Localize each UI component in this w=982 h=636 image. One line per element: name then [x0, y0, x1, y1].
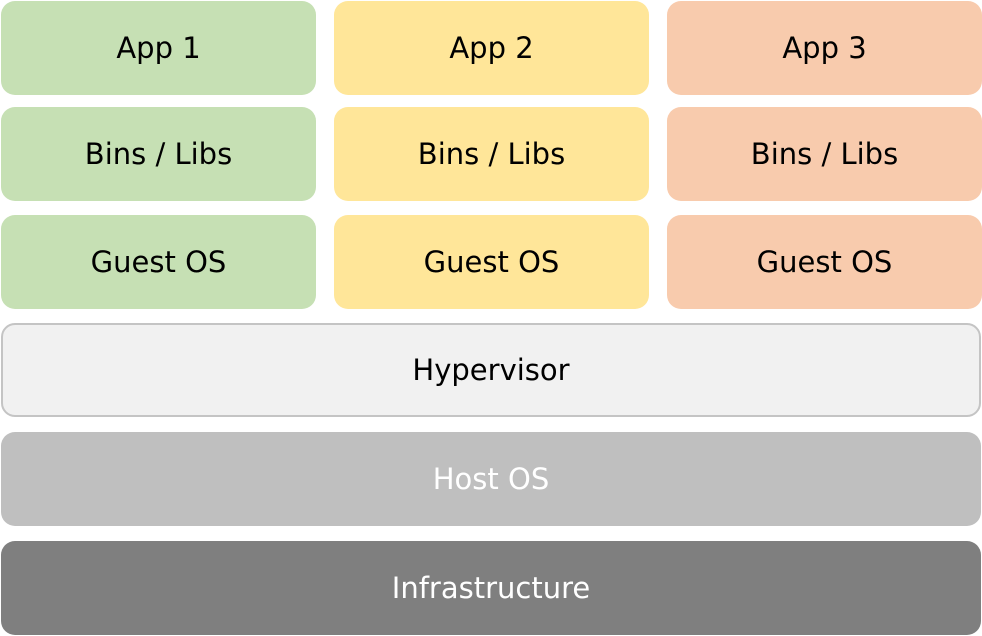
bins-libs-2-box: Bins / Libs [334, 107, 649, 201]
hypervisor-label: Hypervisor [412, 353, 570, 387]
guest-os-1-box: Guest OS [1, 215, 316, 309]
hypervisor-layer: Hypervisor [1, 323, 981, 417]
bins-libs-3-box: Bins / Libs [667, 107, 982, 201]
app-1-box: App 1 [1, 1, 316, 95]
app-3-label: App 3 [782, 31, 867, 65]
host-os-layer: Host OS [1, 432, 981, 526]
bins-libs-3-label: Bins / Libs [750, 137, 899, 171]
bins-libs-1-label: Bins / Libs [84, 137, 233, 171]
bins-libs-1-box: Bins / Libs [1, 107, 316, 201]
infrastructure-label: Infrastructure [391, 571, 591, 605]
app-2-box: App 2 [334, 1, 649, 95]
guest-os-3-box: Guest OS [667, 215, 982, 309]
infrastructure-layer: Infrastructure [1, 541, 981, 635]
guest-os-3-label: Guest OS [756, 245, 893, 279]
app-1-label: App 1 [116, 31, 201, 65]
app-3-box: App 3 [667, 1, 982, 95]
app-2-label: App 2 [449, 31, 534, 65]
bins-libs-2-label: Bins / Libs [417, 137, 566, 171]
guest-os-2-label: Guest OS [423, 245, 560, 279]
guest-os-1-label: Guest OS [90, 245, 227, 279]
host-os-label: Host OS [432, 462, 550, 496]
guest-os-2-box: Guest OS [334, 215, 649, 309]
